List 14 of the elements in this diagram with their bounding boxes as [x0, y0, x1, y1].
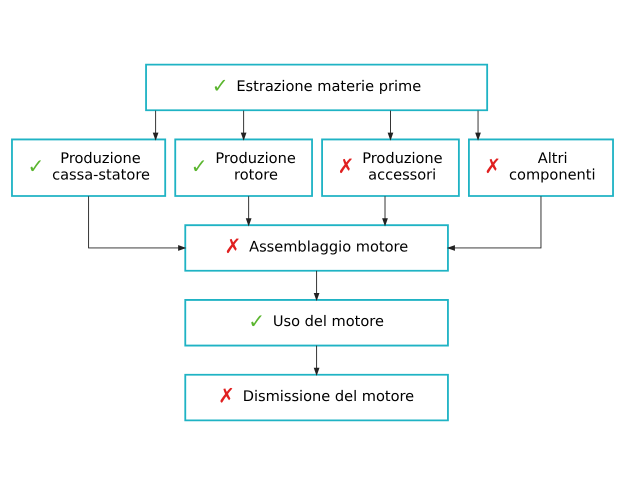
arrow — [388, 110, 394, 140]
arrow — [475, 110, 481, 140]
arrow — [314, 344, 320, 376]
arrow — [382, 195, 388, 226]
arrow — [152, 110, 158, 140]
node-box: ✓ Estrazione materie prime — [145, 63, 488, 111]
arrow — [246, 195, 252, 226]
arrow — [88, 195, 186, 250]
arrow — [240, 110, 247, 140]
arrow — [314, 270, 320, 301]
node-box: ✗ Dismissione del motore — [184, 373, 449, 421]
node-box: ✓ Uso del motore — [184, 298, 449, 346]
node-box: ✗ Assemblaggio motore — [184, 224, 449, 272]
arrow — [446, 195, 542, 250]
